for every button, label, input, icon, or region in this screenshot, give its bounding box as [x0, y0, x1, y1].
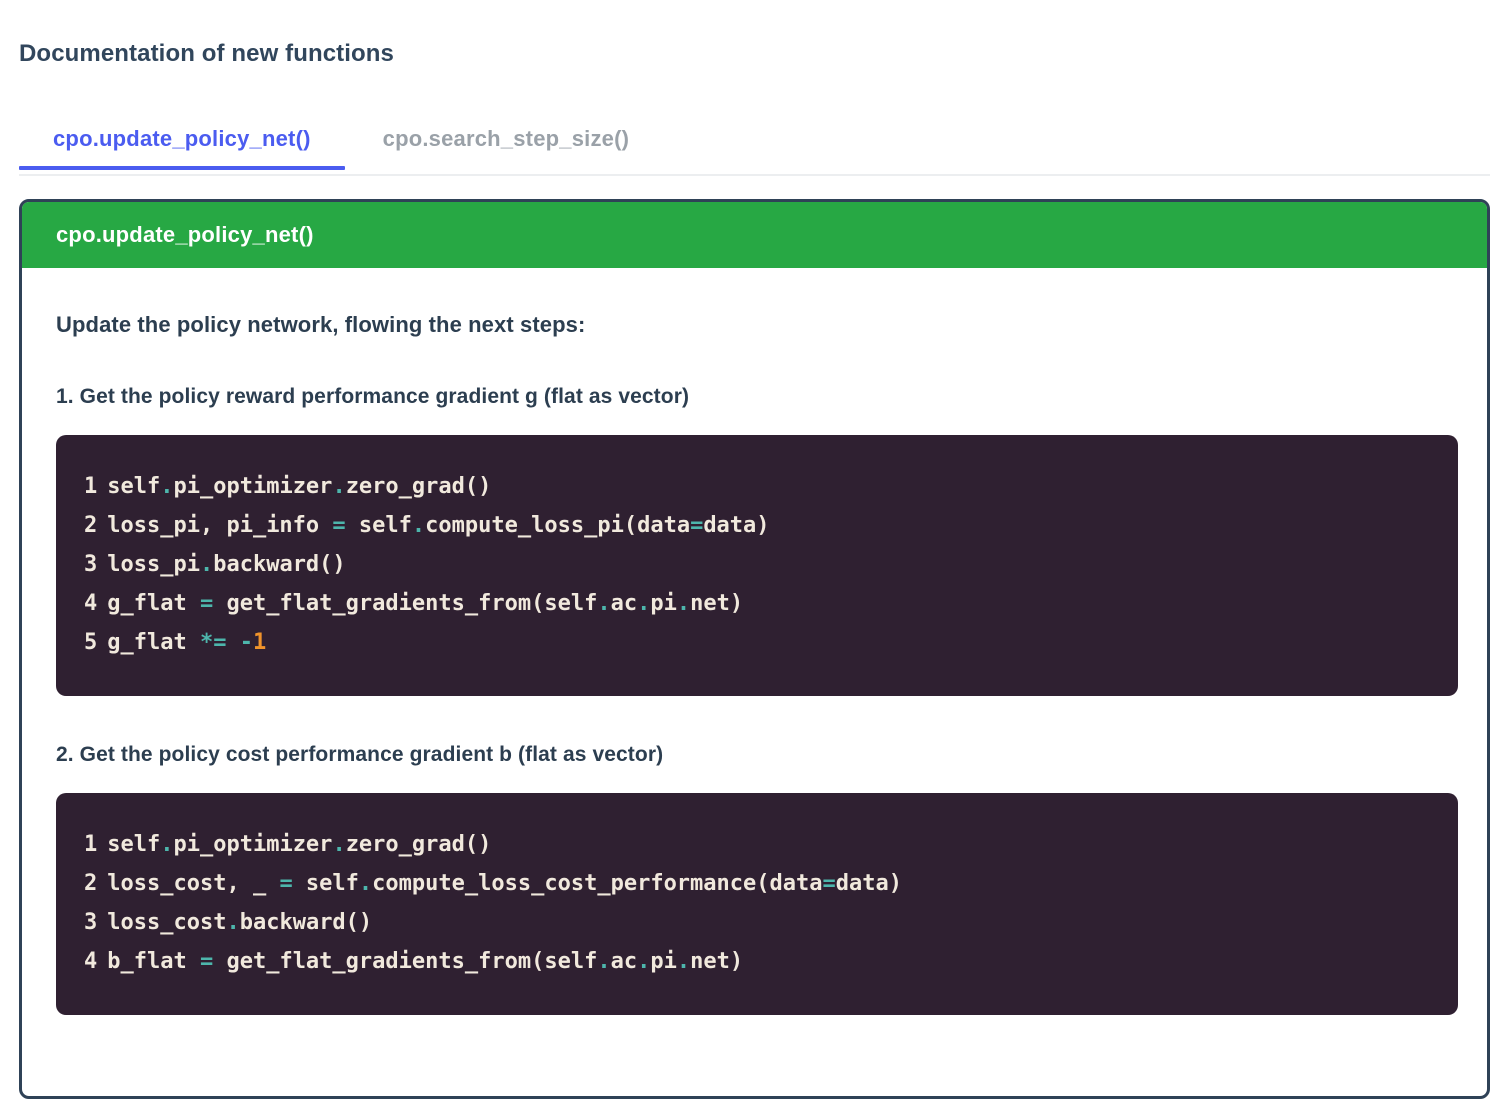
- code-token-plain: pi: [650, 591, 677, 617]
- code-token-num: 1: [252, 630, 267, 656]
- code-line-number: 5: [84, 630, 98, 656]
- code-line: 3 loss_pi.backward(): [84, 545, 1430, 584]
- step-heading-2: 2. Get the policy cost performance gradi…: [56, 743, 664, 767]
- code-token-plain: self: [292, 871, 359, 897]
- code-line-number: 2: [84, 513, 98, 539]
- code-token-plain: data): [835, 871, 902, 897]
- code-token-op: =: [199, 591, 214, 617]
- code-line-number: 1: [84, 474, 98, 500]
- code-token-plain: zero_grad(): [345, 832, 492, 858]
- documentation-card: cpo.update_policy_net() Update the polic…: [19, 199, 1490, 1099]
- card-body: Update the policy network, flowing the n…: [22, 312, 1487, 1049]
- code-token-plain: compute_loss_pi(data: [425, 513, 691, 539]
- code-line: 3 loss_cost.backward(): [84, 903, 1430, 942]
- code-token-op: .: [637, 591, 651, 617]
- code-token-plain: self: [345, 513, 412, 539]
- code-token-plain: b_flat: [107, 949, 200, 975]
- code-token-op: .: [160, 832, 174, 858]
- code-token-plain: backward(): [213, 552, 346, 578]
- code-token-plain: loss_cost: [107, 910, 227, 936]
- code-token-plain: compute_loss_cost_performance(data: [372, 871, 823, 897]
- code-token-op: .: [676, 949, 691, 975]
- tab-bar: cpo.update_policy_net() cpo.search_step_…: [19, 118, 1490, 176]
- code-line: 5 g_flat *= -1: [84, 623, 1430, 662]
- code-line-number: 3: [84, 552, 98, 578]
- code-line-number: 4: [84, 591, 98, 617]
- code-token-op: =: [690, 513, 704, 539]
- code-token-plain: data): [703, 513, 770, 539]
- code-token-plain: [226, 630, 239, 655]
- code-token-op: .: [597, 591, 611, 617]
- code-line-number: 3: [84, 910, 98, 936]
- code-token-op: *=: [199, 630, 227, 656]
- code-line: 2 loss_pi, pi_info = self.compute_loss_pi…: [84, 506, 1430, 545]
- code-token-op: =: [279, 871, 293, 897]
- tab-cpo-update-policy-net[interactable]: cpo.update_policy_net(): [19, 118, 345, 170]
- code-token-plain: get_flat_gradients_from(self: [213, 949, 598, 975]
- code-token-plain: ac: [610, 949, 638, 975]
- code-token-plain: loss_cost, _: [107, 871, 280, 897]
- code-token-op: =: [332, 513, 346, 539]
- code-token-op: .: [226, 910, 240, 936]
- code-token-op: .: [358, 871, 373, 897]
- code-token-plain: pi_optimizer: [173, 832, 333, 858]
- code-token-plain: self: [107, 832, 161, 858]
- code-line: 2 loss_cost, _ = self.compute_loss_cost_p…: [84, 864, 1430, 903]
- code-token-op: =: [199, 949, 214, 975]
- code-token-op: .: [332, 832, 346, 858]
- code-token-plain: pi: [650, 949, 677, 975]
- code-line-number: 4: [84, 949, 98, 975]
- code-token-op: .: [332, 474, 346, 500]
- page-title: Documentation of new functions: [19, 40, 394, 68]
- code-token-plain: g_flat: [107, 591, 200, 617]
- code-line-number: 1: [84, 832, 98, 858]
- code-token-op: .: [597, 949, 611, 975]
- code-token-plain: loss_pi, pi_info: [107, 513, 333, 539]
- code-line-number: 2: [84, 871, 98, 897]
- card-header-title: cpo.update_policy_net(): [22, 202, 1487, 269]
- code-token-op: .: [637, 949, 651, 975]
- code-token-op: .: [160, 474, 174, 500]
- code-token-op: .: [411, 513, 426, 539]
- code-token-op: .: [676, 591, 691, 617]
- code-token-plain: g_flat: [107, 630, 200, 656]
- code-token-plain: zero_grad(): [345, 474, 492, 500]
- tab-cpo-search-step-size[interactable]: cpo.search_step_size(): [345, 118, 668, 168]
- card-lead-text: Update the policy network, flowing the n…: [56, 312, 586, 338]
- code-token-op: =: [822, 871, 836, 897]
- code-token-plain: backward(): [239, 910, 373, 936]
- code-token-plain: get_flat_gradients_from(self: [213, 591, 598, 617]
- code-token-op: -: [239, 630, 253, 656]
- code-token-plain: net): [690, 949, 744, 975]
- documentation-page: Documentation of new functions cpo.updat…: [19, 40, 1490, 1099]
- code-token-plain: net): [690, 591, 744, 617]
- step-heading-1: 1. Get the policy reward performance gra…: [56, 385, 690, 409]
- code-token-plain: loss_pi: [107, 552, 200, 578]
- code-token-plain: self: [107, 474, 161, 500]
- code-token-plain: ac: [610, 591, 638, 617]
- code-token-plain: pi_optimizer: [173, 474, 333, 500]
- code-token-op: .: [199, 552, 214, 578]
